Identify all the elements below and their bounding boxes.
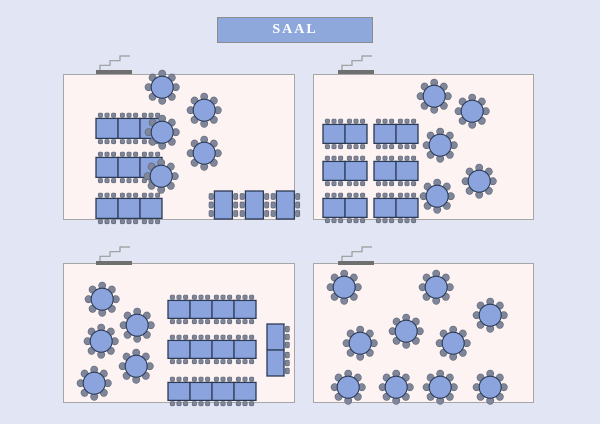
small-table-3[interactable] bbox=[270, 190, 301, 220]
small-table-1[interactable] bbox=[208, 190, 239, 220]
round-table-4[interactable] bbox=[388, 313, 424, 349]
round-table-2[interactable] bbox=[144, 114, 180, 150]
round-table-9[interactable] bbox=[422, 369, 458, 405]
round-table-3[interactable] bbox=[143, 158, 179, 194]
banquet-table-row-1[interactable] bbox=[95, 112, 163, 145]
round-table-4[interactable] bbox=[118, 348, 154, 384]
round-table-5[interactable] bbox=[419, 178, 455, 214]
banquet-table-r3c2[interactable] bbox=[373, 192, 419, 224]
round-table-1[interactable] bbox=[144, 69, 180, 105]
small-table-2[interactable] bbox=[239, 190, 270, 220]
banquet-table-r1c2[interactable] bbox=[373, 118, 419, 150]
side-table-vertical[interactable] bbox=[266, 323, 290, 377]
stairs-icon bbox=[96, 52, 138, 76]
round-table-5[interactable] bbox=[76, 365, 112, 401]
round-table-10[interactable] bbox=[472, 369, 508, 405]
banquet-table-row-2[interactable] bbox=[167, 334, 257, 365]
round-table-1[interactable] bbox=[326, 269, 362, 305]
round-table-4[interactable] bbox=[186, 92, 222, 128]
banquet-table-r2c1[interactable] bbox=[322, 155, 368, 187]
round-table-7[interactable] bbox=[330, 369, 366, 405]
round-table-3[interactable] bbox=[472, 297, 508, 333]
stairs-icon bbox=[96, 243, 138, 267]
round-table-2[interactable] bbox=[418, 269, 454, 305]
round-table-3[interactable] bbox=[83, 323, 119, 359]
banquet-table-r3c1[interactable] bbox=[322, 192, 368, 224]
round-table-2[interactable] bbox=[454, 93, 490, 129]
page-title-banner: SAAL bbox=[217, 17, 373, 43]
banquet-table-r2c2[interactable] bbox=[373, 155, 419, 187]
round-table-5[interactable] bbox=[342, 325, 378, 361]
stairs-icon bbox=[338, 52, 380, 76]
banquet-table-row-3[interactable] bbox=[95, 192, 163, 225]
round-table-8[interactable] bbox=[378, 369, 414, 405]
banquet-table-row-3[interactable] bbox=[167, 376, 257, 407]
banquet-table-r1c1[interactable] bbox=[322, 118, 368, 150]
page-title: SAAL bbox=[272, 22, 318, 37]
round-table-4[interactable] bbox=[461, 163, 497, 199]
round-table-1[interactable] bbox=[84, 281, 120, 317]
round-table-3[interactable] bbox=[422, 127, 458, 163]
banquet-table-row-1[interactable] bbox=[167, 294, 257, 325]
round-table-5[interactable] bbox=[186, 135, 222, 171]
round-table-2[interactable] bbox=[119, 307, 155, 343]
round-table-1[interactable] bbox=[416, 78, 452, 114]
round-table-6[interactable] bbox=[435, 325, 471, 361]
stairs-icon bbox=[338, 243, 380, 267]
